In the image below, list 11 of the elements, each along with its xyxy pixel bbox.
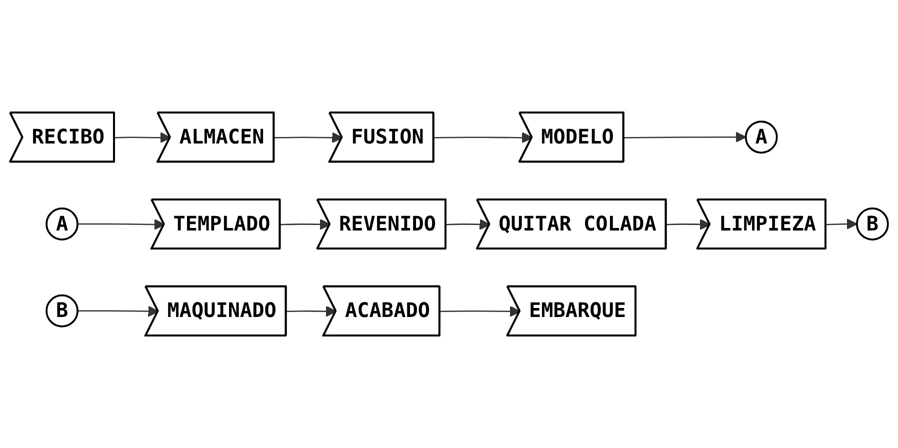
arrow [78,306,159,317]
arrow [624,132,746,143]
node-circle: A [46,208,78,240]
node-circle: A [744,120,778,154]
arrow [274,132,343,144]
node-circle: B [856,208,889,240]
arrow [434,132,533,144]
arrow [78,218,165,230]
arrow [826,218,858,230]
node-circle: B [46,294,78,328]
arrow [286,306,337,317]
